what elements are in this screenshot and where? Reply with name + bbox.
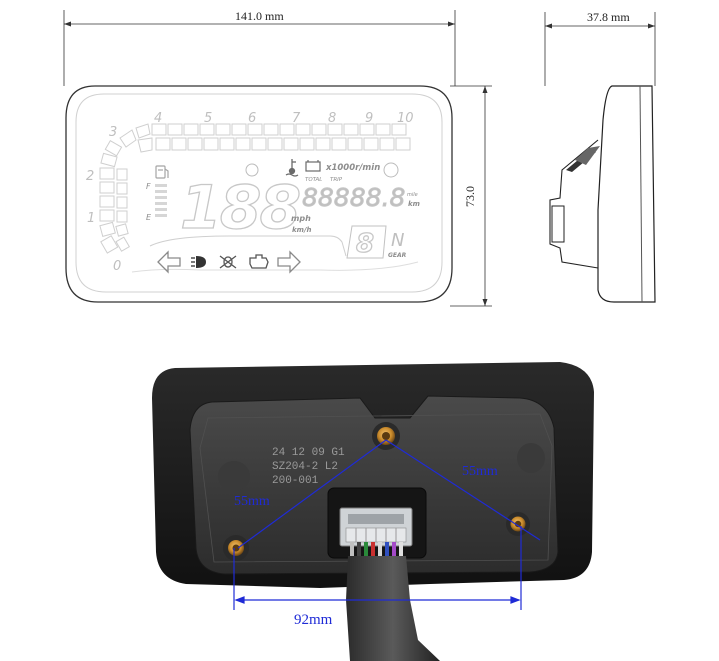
connector-socket [327, 487, 427, 559]
tach-number-6: 6 [248, 111, 256, 126]
mile-unit: mile [407, 192, 418, 198]
tach-number-1: 1 [87, 211, 95, 226]
tach-number-10: 10 [397, 111, 414, 126]
tach-number-8: 8 [328, 111, 336, 126]
fuel-full-label: F [146, 182, 151, 191]
tach-numbers: 0 1 2 3 4 5 6 7 8 9 10 [86, 111, 414, 274]
right-arrow-icon [277, 250, 301, 274]
odometer-digits: 88888.8 [302, 183, 405, 212]
kmh-unit: km/h [292, 226, 312, 234]
dashboard-outline [65, 85, 453, 303]
fuel-bars [155, 184, 167, 217]
mph-unit: mph [291, 214, 311, 223]
tach-number-3: 3 [109, 125, 117, 140]
rpm-unit: x1000r/min [325, 163, 380, 173]
dashboard-inner-outline [75, 93, 443, 293]
temperature-icon [285, 159, 299, 177]
engine-icon [249, 254, 269, 269]
side-view: 37.8 mm [544, 10, 656, 303]
cable [346, 556, 440, 661]
total-label: TOTAL [305, 177, 322, 183]
brass-insert-right [506, 512, 530, 536]
trip-label: TRIP [330, 177, 343, 183]
width-dimension: 141.0 mm [63, 9, 456, 86]
left-55-label: 55mm [234, 494, 270, 509]
tach-number-2: 2 [86, 169, 94, 184]
bottom-92-label: 92mm [294, 612, 333, 628]
tach-number-9: 9 [365, 111, 373, 126]
tach-segments [99, 123, 411, 254]
right-55-label: 55mm [462, 464, 498, 479]
speed-digits: 188 [180, 173, 299, 243]
front-view: 141.0 mm 73.0 [63, 9, 492, 307]
print-line-3: 200-001 [272, 475, 319, 487]
lower-swoosh [149, 235, 347, 257]
battery-icon [305, 160, 321, 172]
depth-dim-label: 37.8 mm [587, 10, 630, 24]
fuel-gauge: F E [146, 165, 169, 222]
km-unit: km [408, 200, 420, 208]
neutral-letter: N [391, 230, 404, 251]
print-line-1: 24 12 09 G1 [272, 447, 345, 459]
print-line-2: SZ204-2 L2 [272, 461, 338, 473]
gear-label: GEAR [388, 252, 407, 259]
gear-box [346, 225, 387, 259]
indicator-circle-left [245, 163, 259, 177]
bottom-swoosh [131, 261, 419, 273]
blue-dimensions [233, 439, 541, 610]
wire-bundle [350, 542, 403, 558]
brass-insert-top [372, 422, 400, 450]
fuel-empty-label: E [146, 213, 152, 222]
tach-number-4: 4 [154, 111, 162, 126]
fuel-pump-icon [155, 165, 169, 179]
high-beam-icon [219, 255, 237, 269]
side-body-outline [597, 85, 656, 303]
rear-view: 24 12 09 G1 SZ204-2 L2 200-001 [152, 362, 594, 661]
indicator-circle-right [383, 162, 399, 178]
brass-insert-left [223, 535, 249, 561]
tach-number-7: 7 [292, 111, 301, 126]
rear-plate [189, 395, 559, 575]
width-dim-label: 141.0 mm [235, 9, 284, 23]
rubber-pad-left [218, 461, 250, 491]
headlight-icon [191, 256, 206, 268]
tach-number-5: 5 [204, 111, 212, 126]
left-arrow-icon [157, 250, 181, 274]
height-dim-label: 73.0 [463, 186, 477, 207]
side-connector [549, 139, 599, 269]
height-dimension: 73.0 [450, 85, 492, 307]
gear-digit: 8 [356, 229, 374, 259]
tach-number-0: 0 [113, 259, 121, 274]
rubber-pad-right [517, 443, 545, 473]
depth-dimension: 37.8 mm [544, 10, 656, 86]
